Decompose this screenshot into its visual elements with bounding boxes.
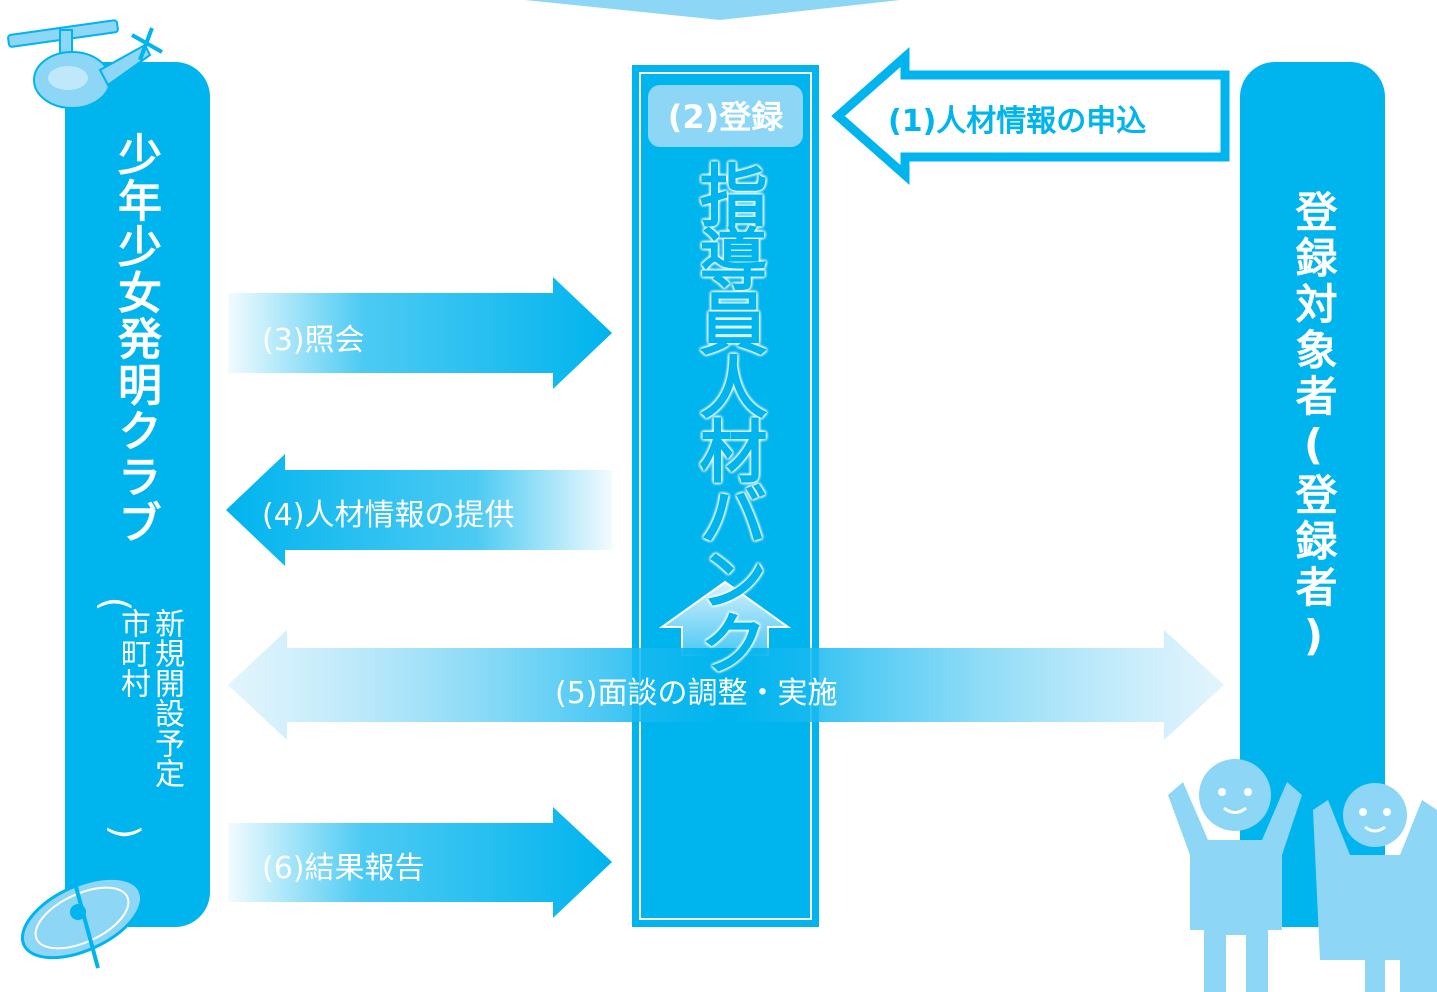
arrow-step6 bbox=[228, 807, 612, 918]
bamboo-copter-icon bbox=[20, 871, 144, 969]
arrow-step6-label: (6)結果報告 bbox=[262, 851, 425, 886]
arrow-step3-label: (3)照会 bbox=[262, 323, 365, 358]
right-column-title: 登録対象者(登録者) bbox=[1278, 190, 1348, 677]
arrow-step4-label: (4)人材情報の提供 bbox=[262, 498, 515, 533]
left-column-title: 少年少女発明クラブ bbox=[100, 132, 170, 559]
center-column-title: 指導員人材バンク bbox=[680, 160, 772, 685]
left-sub-line2: 市町村 bbox=[115, 608, 150, 698]
right-title-text: 登録対象者(登録者) bbox=[1289, 190, 1338, 664]
center-title-text: 指導員人材バンク bbox=[687, 160, 766, 672]
arrow-step5-label: (5)面談の調整・実施 bbox=[555, 676, 838, 711]
left-title-text: 少年少女発明クラブ bbox=[110, 132, 161, 546]
arrow-step1 bbox=[831, 47, 1230, 185]
people-icon bbox=[1168, 759, 1437, 992]
left-column-box bbox=[65, 62, 210, 927]
arrow-step5 bbox=[228, 630, 1224, 740]
left-column-subtitle: 新規開設予定 市町村 bbox=[103, 608, 184, 823]
left-column-paren-close: ) bbox=[103, 824, 148, 840]
left-sub-line1: 新規開設予定 bbox=[149, 608, 184, 788]
helicopter-icon bbox=[7, 19, 163, 109]
center-column-box bbox=[632, 65, 819, 927]
arrow-step3 bbox=[228, 277, 612, 389]
top-tab bbox=[525, 0, 900, 20]
step2-label: (2)登録 bbox=[667, 98, 784, 136]
arrow-step4 bbox=[226, 454, 612, 566]
arrow-step1-label: (1)人材情報の申込 bbox=[888, 104, 1147, 139]
right-column-box bbox=[1240, 62, 1385, 927]
